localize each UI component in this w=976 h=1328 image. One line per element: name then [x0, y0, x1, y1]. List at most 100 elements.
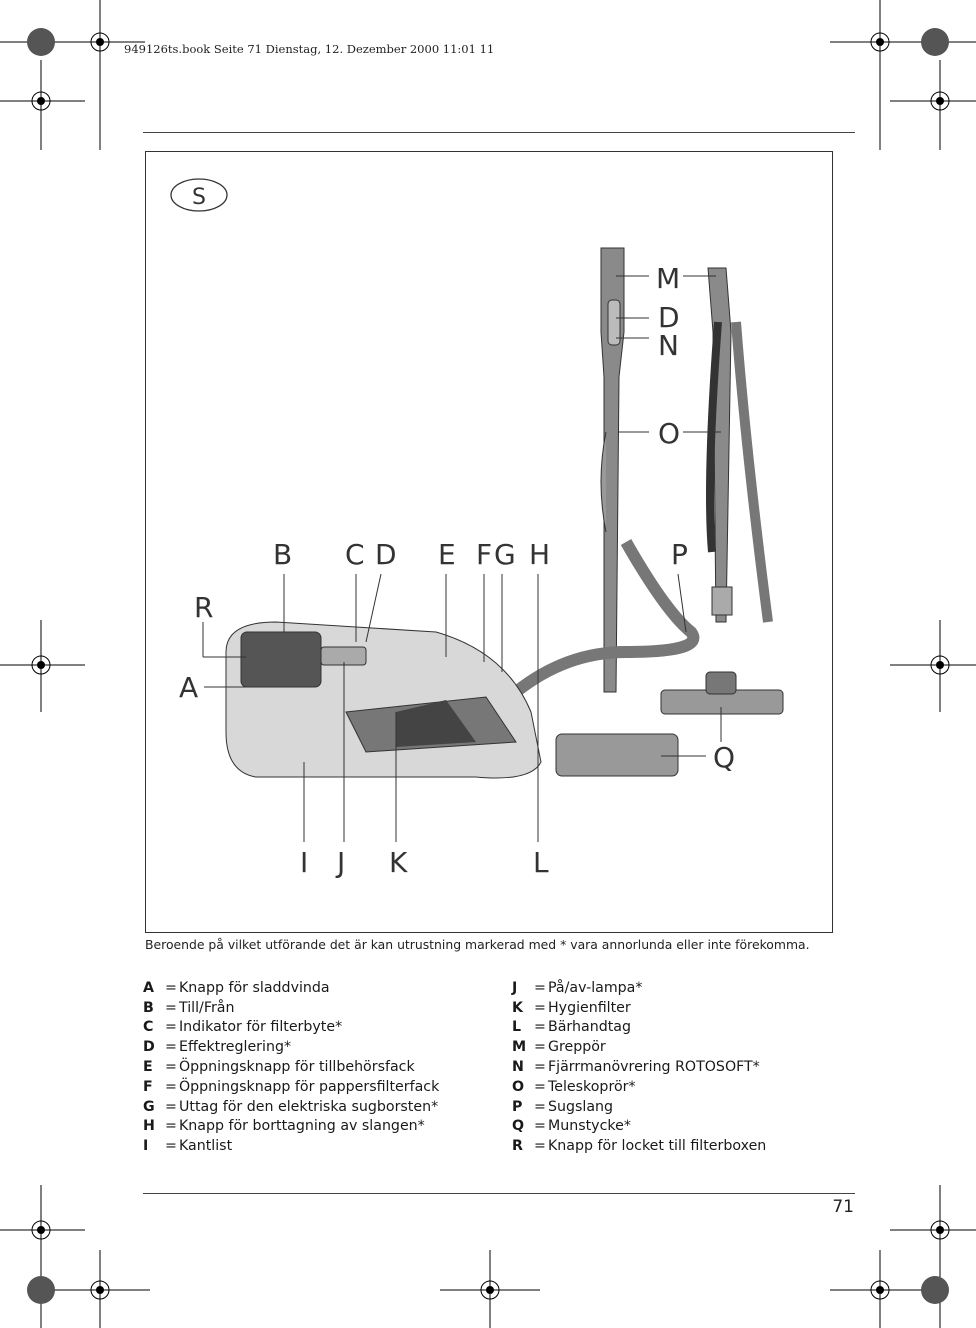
legend-description: Uttag för den elektriska sugborsten*: [179, 1098, 439, 1115]
language-badge: [170, 178, 228, 212]
legend-letter: E: [143, 1059, 153, 1076]
legend-letter: B: [143, 999, 154, 1016]
callout-C: C: [345, 538, 365, 571]
legend-letter: R: [512, 1138, 523, 1155]
legend-equals: =: [534, 999, 546, 1016]
legend-description: Öppningsknapp för pappersfilterfack: [179, 1078, 440, 1095]
top-rule: [143, 132, 855, 133]
callout-N: N: [658, 329, 679, 362]
legend-description: Knapp för sladdvinda: [179, 979, 330, 996]
legend-description: Kantlist: [179, 1138, 233, 1155]
legend-equals: =: [165, 1078, 177, 1095]
legend-item: D =Effektreglering*: [143, 1037, 439, 1057]
bottom-rule: [143, 1193, 855, 1194]
floor-nozzle-left: [555, 733, 679, 777]
legend-item: K =Hygienfilter: [512, 998, 766, 1018]
legend-equals: =: [165, 979, 177, 996]
callout-J: J: [335, 846, 345, 879]
legend-equals: =: [534, 1019, 546, 1036]
legend-item: L =Bärhandtag: [512, 1018, 766, 1038]
legend-item: F =Öppningsknapp för pappersfilterfack: [143, 1077, 439, 1097]
callout-O: O: [658, 417, 680, 450]
legend-equals: =: [534, 1078, 546, 1095]
callout-B: B: [273, 538, 292, 571]
legend-letter: L: [512, 1019, 522, 1036]
legend-description: Till/Från: [179, 999, 235, 1016]
legend-letter: C: [143, 1019, 154, 1036]
legend-letter: A: [143, 979, 154, 996]
legend-description: Greppör: [548, 1039, 606, 1056]
callout-R: R: [194, 591, 213, 624]
language-badge-label: S: [192, 185, 206, 210]
legend-letter: N: [512, 1059, 524, 1076]
legend-letter: Q: [512, 1118, 525, 1135]
legend-description: Fjärrmanövrering ROTOSOFT*: [548, 1059, 760, 1076]
callout-F: F: [476, 538, 492, 571]
legend-description: Munstycke*: [548, 1118, 631, 1135]
telescopic-tube: [706, 267, 733, 623]
legend-item: P =Sugslang: [512, 1097, 766, 1117]
legend-equals: =: [165, 1059, 177, 1076]
legend-description: Effektreglering*: [179, 1039, 292, 1056]
legend-item: H =Knapp för borttagning av slangen*: [143, 1117, 439, 1137]
legend-equals: =: [165, 1118, 177, 1135]
legend-letter: F: [143, 1078, 153, 1095]
legend-item: M=Greppör: [512, 1037, 766, 1057]
print-info-line: 949126ts.book Seite 71 Dienstag, 12. Dez…: [124, 42, 495, 56]
legend-letter: P: [512, 1098, 523, 1115]
callout-Q: Q: [713, 741, 735, 774]
legend-equals: =: [534, 1059, 546, 1076]
legend-equals: =: [165, 1138, 177, 1155]
callout-D: D: [375, 538, 397, 571]
hose-right: [731, 321, 773, 623]
page-number: 71: [832, 1197, 854, 1217]
wand-with-handle: [600, 247, 625, 693]
leader-lines: [202, 275, 722, 842]
legend-item: J =På/av-lampa*: [512, 978, 766, 998]
legend-letter: G: [143, 1098, 155, 1115]
legend-description: Indikator för filterbyte*: [179, 1019, 343, 1036]
legend-item: I =Kantlist: [143, 1136, 439, 1156]
callout-A: A: [179, 671, 198, 704]
legend-description: Hygienfilter: [548, 999, 631, 1016]
legend-description: Sugslang: [548, 1098, 614, 1115]
legend-item: G=Uttag för den elektriska sugborsten*: [143, 1097, 439, 1117]
legend-equals: =: [165, 1019, 177, 1036]
legend-description: Teleskoprör*: [548, 1078, 636, 1095]
legend-letter: J: [512, 979, 518, 996]
callout-P: P: [671, 538, 688, 571]
legend-item: B =Till/Från: [143, 998, 439, 1018]
callout-D-top: D: [658, 301, 680, 334]
legend-letter: D: [143, 1039, 155, 1056]
legend-item: C =Indikator för filterbyte*: [143, 1018, 439, 1038]
legend-description: Knapp för locket till filterboxen: [548, 1138, 767, 1155]
legend-item: O =Teleskoprör*: [512, 1077, 766, 1097]
legend-item: N =Fjärrmanövrering ROTOSOFT*: [512, 1057, 766, 1077]
legend-equals: =: [534, 1098, 546, 1115]
legend-equals: =: [534, 1118, 546, 1135]
vacuum-cleaner-illustration: S: [170, 178, 784, 879]
figure-box: S: [145, 151, 833, 933]
legend-item: A =Knapp för sladdvinda: [143, 978, 439, 998]
vacuum-body: [225, 621, 542, 779]
legend-letter: O: [512, 1078, 525, 1095]
callout-H: H: [529, 538, 550, 571]
legend-letter: K: [512, 999, 523, 1016]
callout-L: L: [533, 846, 549, 879]
legend-equals: =: [165, 999, 177, 1016]
callout-E: E: [438, 538, 456, 571]
legend-letter: I: [143, 1138, 149, 1155]
legend-equals: =: [534, 979, 546, 996]
legend-description: Knapp för borttagning av slangen*: [179, 1118, 425, 1135]
callout-M: M: [656, 262, 680, 295]
legend-item: E=Öppningsknapp för tillbehörsfack: [143, 1057, 439, 1077]
legend-item: Q =Munstycke*: [512, 1117, 766, 1137]
callout-G: G: [494, 538, 516, 571]
legend-letter: H: [143, 1118, 155, 1135]
callout-K: K: [389, 846, 408, 879]
legend-description: På/av-lampa*: [548, 979, 643, 996]
legend-description: Bärhandtag: [548, 1019, 631, 1036]
legend-equals: =: [534, 1138, 546, 1155]
legend-equals: =: [165, 1039, 177, 1056]
